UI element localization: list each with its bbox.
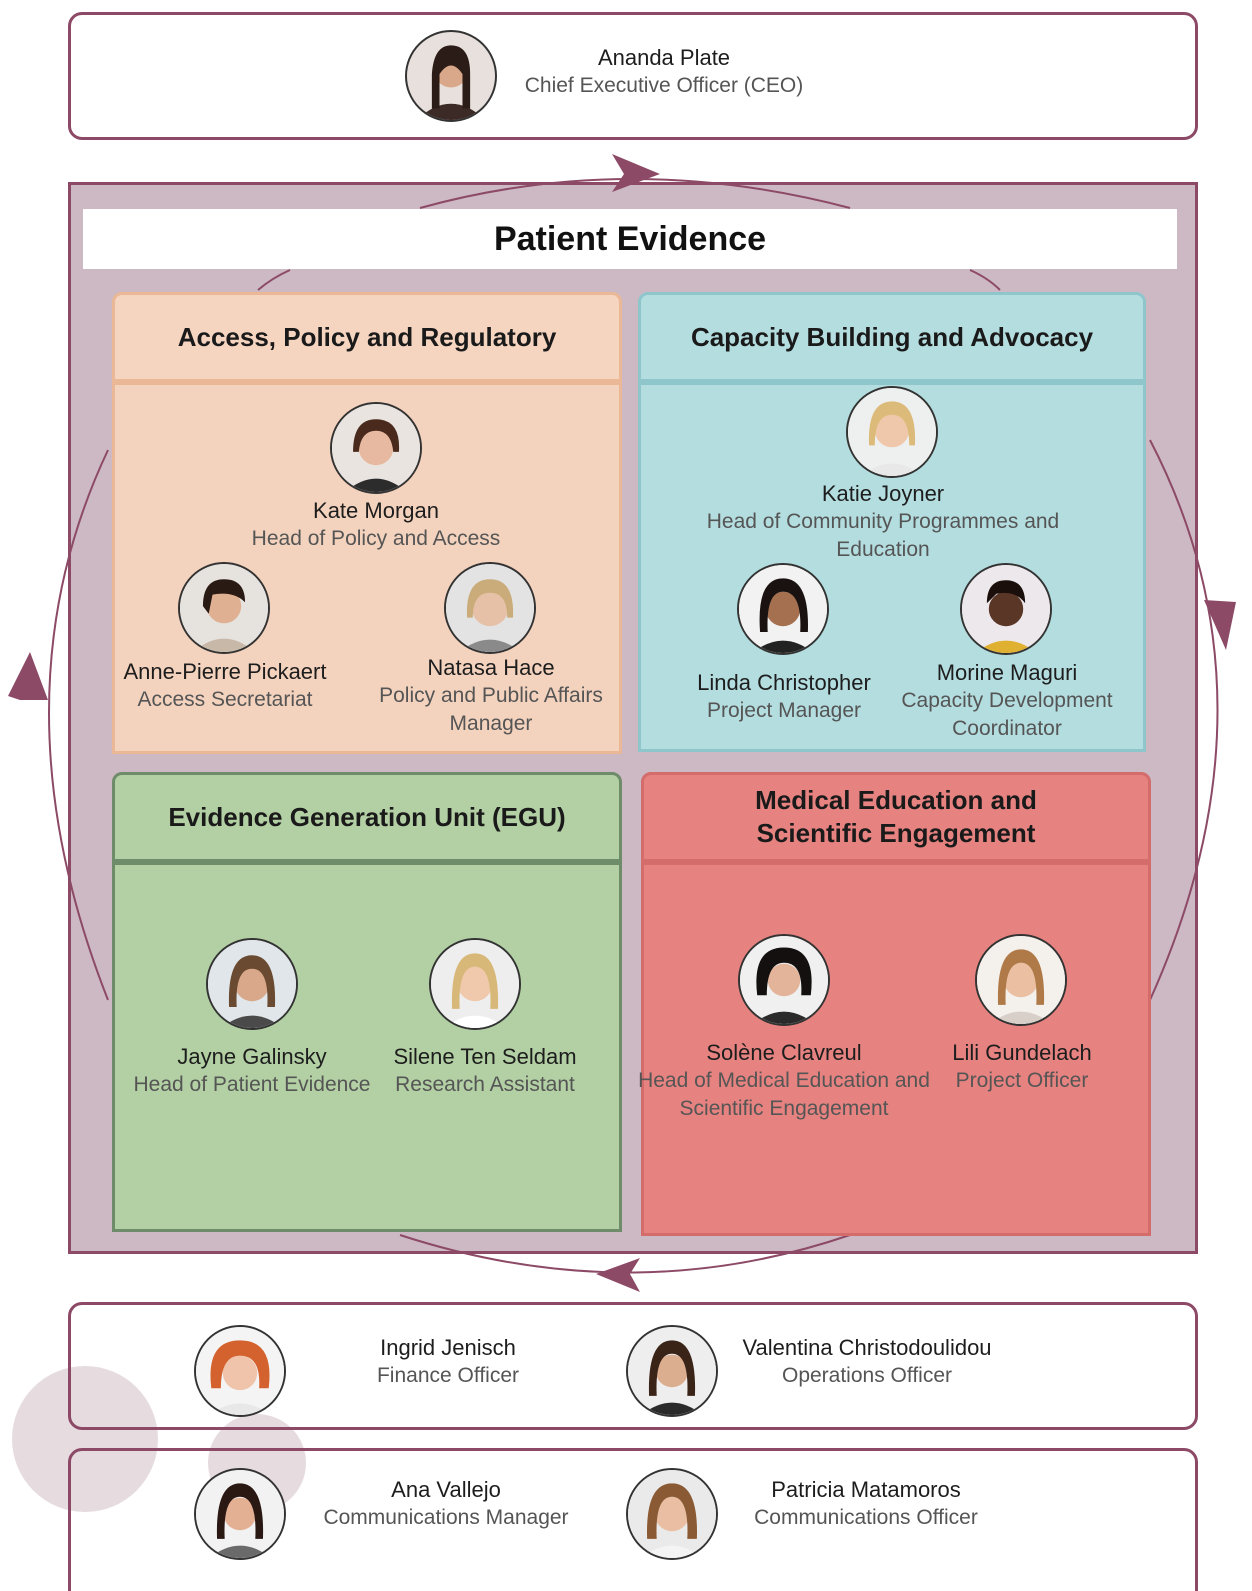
person-name: Kate Morgan bbox=[313, 498, 439, 523]
person-role: Head of Community Programmes and Educati… bbox=[706, 510, 1060, 561]
person-name: Natasa Hace bbox=[427, 655, 555, 680]
person-role: Head of Medical Education and Scientific… bbox=[638, 1069, 930, 1120]
person-ingrid-jenisch: Ingrid Jenisch Finance Officer bbox=[298, 1334, 598, 1390]
person-kate-morgan: Kate Morgan Head of Policy and Access bbox=[226, 497, 526, 553]
avatar bbox=[626, 1325, 718, 1417]
person-katie-joyner: Katie Joyner Head of Community Programme… bbox=[703, 480, 1063, 564]
dept-body-access-policy bbox=[112, 382, 622, 754]
person-role: Project Officer bbox=[955, 1069, 1089, 1092]
avatar bbox=[405, 30, 497, 122]
person-anne-pierre-pickaert: Anne-Pierre Pickaert Access Secretariat bbox=[75, 658, 375, 714]
person-name: Patricia Matamoros bbox=[771, 1477, 961, 1502]
person-name: Jayne Galinsky bbox=[177, 1044, 327, 1069]
person-name: Morine Maguri bbox=[936, 660, 1078, 685]
person-role: Access Secretariat bbox=[137, 688, 313, 711]
person-lili-gundelach: Lili Gundelach Project Officer bbox=[872, 1039, 1172, 1095]
avatar bbox=[178, 562, 270, 654]
ceo-box bbox=[68, 12, 1198, 140]
avatar bbox=[846, 386, 938, 478]
avatar bbox=[737, 563, 829, 655]
dept-header-capacity-building: Capacity Building and Advocacy bbox=[638, 292, 1146, 382]
person-ana-vallejo: Ana Vallejo Communications Manager bbox=[296, 1476, 596, 1532]
dept-body-evidence-generation bbox=[112, 862, 622, 1232]
person-role: Head of Policy and Access bbox=[251, 527, 501, 550]
person-role: Head of Patient Evidence bbox=[133, 1073, 371, 1096]
dept-title: Medical Education and Scientific Engagem… bbox=[755, 785, 1037, 848]
dept-header-access-policy: Access, Policy and Regulatory bbox=[112, 292, 622, 382]
person-solene-clavreul: Solène Clavreul Head of Medical Educatio… bbox=[634, 1039, 934, 1123]
person-role: Project Manager bbox=[706, 699, 862, 722]
person-name: Ingrid Jenisch bbox=[380, 1335, 516, 1360]
dept-body-medical-education bbox=[641, 862, 1151, 1236]
person-jayne-galinsky: Jayne Galinsky Head of Patient Evidence bbox=[102, 1043, 402, 1099]
person-name: Anne-Pierre Pickaert bbox=[123, 659, 327, 684]
avatar bbox=[975, 934, 1067, 1026]
avatar bbox=[429, 938, 521, 1030]
person-role: Research Assistant bbox=[395, 1073, 575, 1096]
avatar bbox=[194, 1325, 286, 1417]
avatar bbox=[626, 1468, 718, 1560]
communications-box bbox=[68, 1448, 1198, 1591]
person-role: Policy and Public Affairs Manager bbox=[379, 684, 603, 735]
person-name: Ana Vallejo bbox=[391, 1477, 501, 1502]
avatar bbox=[960, 563, 1052, 655]
person-name: Silene Ten Seldam bbox=[393, 1044, 577, 1069]
person-role: Operations Officer bbox=[781, 1364, 953, 1387]
person-patricia-matamoros: Patricia Matamoros Communications Office… bbox=[716, 1476, 1016, 1532]
ceo-person: Ananda Plate Chief Executive Officer (CE… bbox=[514, 44, 814, 100]
person-role: Communications Officer bbox=[754, 1506, 978, 1529]
person-linda-christopher: Linda Christopher Project Manager bbox=[634, 669, 934, 725]
person-name: Linda Christopher bbox=[697, 670, 871, 695]
avatar bbox=[738, 934, 830, 1026]
dept-header-medical-education: Medical Education and Scientific Engagem… bbox=[641, 772, 1151, 862]
person-natasa-hace: Natasa Hace Policy and Public Affairs Ma… bbox=[360, 654, 622, 738]
person-morine-maguri: Morine Maguri Capacity Development Coord… bbox=[877, 659, 1137, 743]
avatar bbox=[330, 402, 422, 494]
avatar bbox=[194, 1468, 286, 1560]
person-role: Chief Executive Officer (CEO) bbox=[524, 74, 804, 97]
page-title: Patient Evidence bbox=[83, 209, 1177, 269]
person-role: Finance Officer bbox=[376, 1364, 519, 1387]
avatar bbox=[444, 562, 536, 654]
avatar bbox=[206, 938, 298, 1030]
person-silene-ten-seldam: Silene Ten Seldam Research Assistant bbox=[335, 1043, 635, 1099]
person-role: Capacity Development Coordinator bbox=[901, 689, 1113, 740]
decor-circle-large bbox=[12, 1366, 158, 1512]
dept-header-evidence-generation: Evidence Generation Unit (EGU) bbox=[112, 772, 622, 862]
cycle-arrows bbox=[8, 154, 1236, 1292]
finance-operations-box bbox=[68, 1302, 1198, 1430]
person-valentina-christodoulidou: Valentina Christodoulidou Operations Off… bbox=[722, 1334, 1012, 1390]
person-name: Valentina Christodoulidou bbox=[742, 1335, 992, 1360]
person-name: Solène Clavreul bbox=[706, 1040, 862, 1065]
person-role: Communications Manager bbox=[323, 1506, 569, 1529]
person-name: Ananda Plate bbox=[597, 45, 731, 70]
person-name: Katie Joyner bbox=[821, 481, 945, 506]
person-name: Lili Gundelach bbox=[952, 1040, 1092, 1065]
